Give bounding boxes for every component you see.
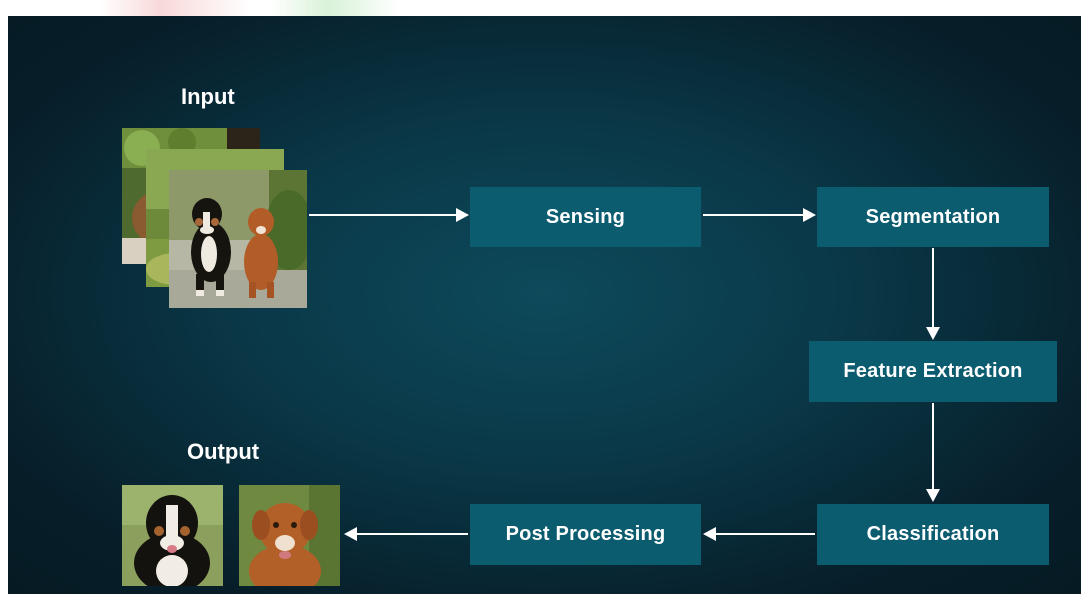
arrowhead-icon-2 [803, 208, 816, 222]
step-post-processing: Post Processing [470, 504, 701, 565]
arrowhead-icon-1 [456, 208, 469, 222]
arrowhead-icon-4 [926, 489, 940, 502]
watermark-red [100, 0, 250, 16]
step-classification: Classification [817, 504, 1049, 565]
output-heading: Output [187, 439, 260, 464]
arrowhead-icon-3 [926, 327, 940, 340]
output-photo-black-dog [122, 485, 223, 586]
step-sensing: Sensing [470, 187, 701, 247]
input-heading: Input [181, 84, 235, 109]
arrowhead-icon-6 [344, 527, 357, 541]
watermark-green [270, 0, 400, 16]
input-photo-front [169, 170, 307, 308]
step-feature-extraction: Feature Extraction [809, 341, 1057, 402]
arrowhead-icon-5 [703, 527, 716, 541]
output-photo-brown-dog [239, 485, 340, 586]
step-segmentation: Segmentation [817, 187, 1049, 247]
top-strip [0, 0, 1086, 16]
